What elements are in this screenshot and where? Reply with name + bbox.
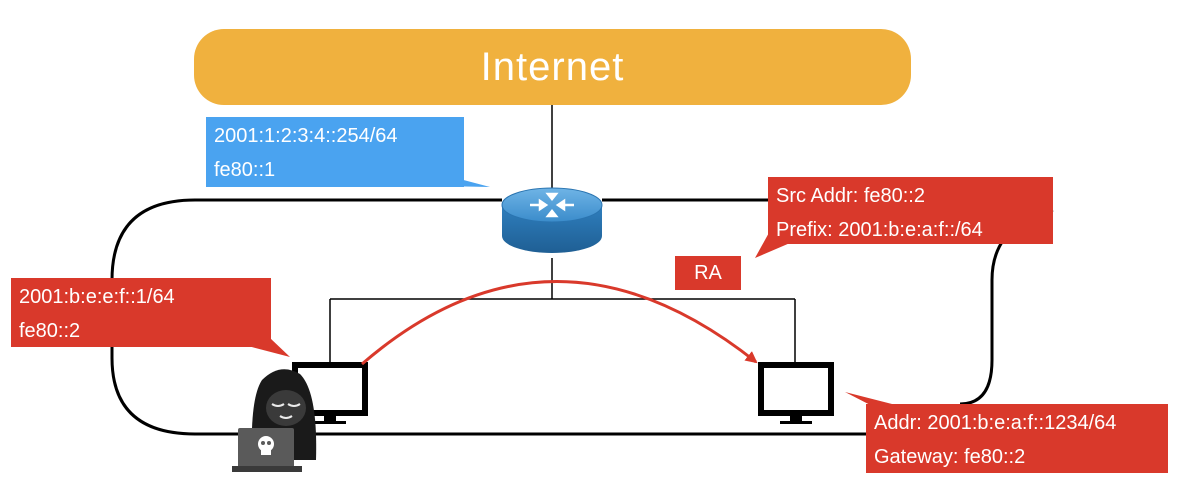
attacker-icon: [232, 369, 317, 472]
attacker-callout: 2001:b:e:e:f::1/64 fe80::2: [11, 278, 271, 347]
attacker-link-local-address: fe80::2: [19, 320, 81, 342]
victim-callout: Addr: 2001:b:e:a:f::1234/64 Gateway: fe8…: [866, 404, 1168, 473]
ra-label-text: RA: [694, 261, 722, 284]
ra-source-address: Src Addr: fe80::2: [776, 185, 925, 207]
ra-callout: Src Addr: fe80::2 Prefix: 2001:b:e:a:f::…: [768, 177, 1053, 244]
victim-address: Addr: 2001:b:e:a:f::1234/64: [874, 412, 1117, 434]
router-ipv6-address: 2001:1:2:3:4::254/64: [214, 125, 398, 147]
ra-prefix: Prefix: 2001:b:e:a:f::/64: [776, 219, 983, 241]
ra-label: RA: [675, 256, 741, 290]
router-icon: [501, 187, 603, 253]
internet-label: Internet: [480, 44, 625, 89]
skull-icon: [258, 436, 274, 455]
victim-gateway: Gateway: fe80::2: [874, 446, 1026, 468]
victim-monitor-icon: [758, 362, 834, 424]
internet-bar: Internet: [194, 29, 911, 105]
router-callout: 2001:1:2:3:4::254/64 fe80::1: [206, 117, 464, 187]
router-link-local-address: fe80::1: [214, 159, 276, 181]
ra-arrow: [361, 280, 758, 366]
attacker-ipv6-address: 2001:b:e:e:f::1/64: [19, 286, 175, 308]
